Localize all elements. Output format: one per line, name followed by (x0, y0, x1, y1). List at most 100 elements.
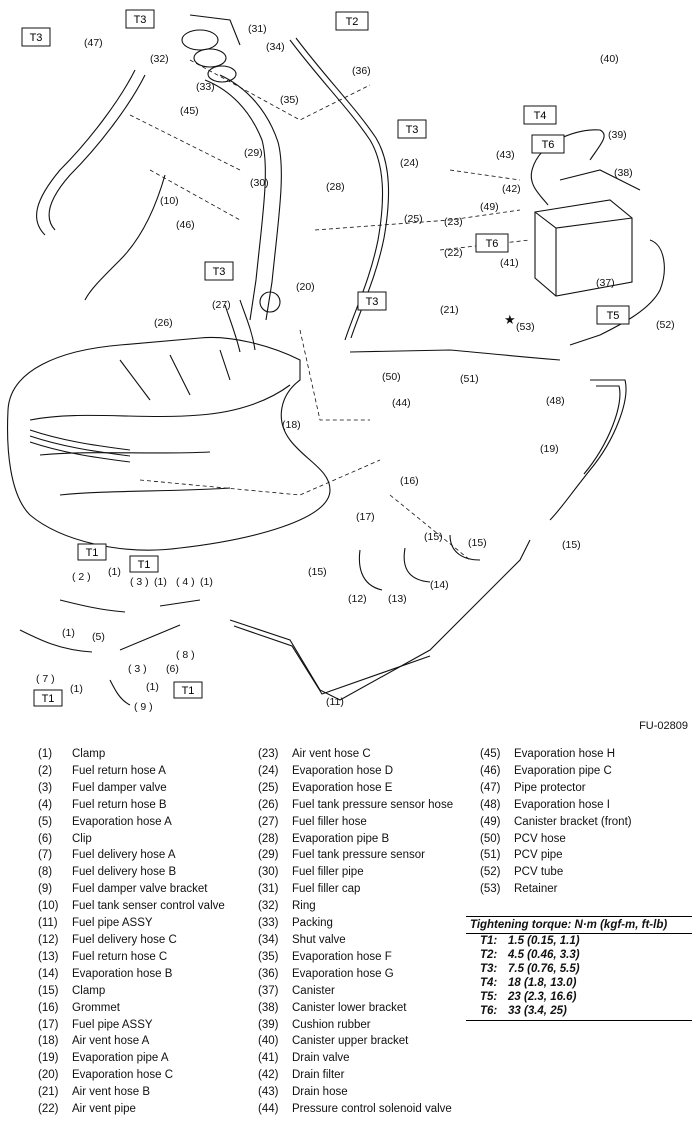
legend-number: (52) (480, 866, 501, 879)
legend-number: (8) (38, 866, 53, 879)
legend-part-name: Evaporation hose E (292, 781, 393, 794)
legend-number: (21) (38, 1086, 59, 1099)
svg-text:T3: T3 (366, 296, 379, 308)
legend-number: (46) (480, 764, 501, 777)
callout-49: (49) (480, 201, 499, 213)
legend-part-name: Air vent hose C (292, 748, 371, 760)
legend-part-name: Fuel damper valve (72, 781, 167, 794)
legend-part-name: Evaporation hose A (72, 815, 172, 828)
callout-1-f: (1) (146, 681, 159, 693)
legend-number: (6) (38, 832, 53, 845)
legend-part-name: Pressure control solenoid valve (292, 1103, 452, 1116)
legend-part-name: Clip (72, 832, 92, 845)
callout-40: (40) (600, 53, 619, 65)
legend-item: (4)Fuel return hose B (38, 797, 225, 814)
legend-part-name: Shut valve (292, 933, 346, 946)
tag-t3-right: T3 (397, 119, 427, 139)
callout-23: (23) (444, 216, 463, 228)
legend-item: (10)Fuel tank senser control valve (38, 898, 225, 915)
svg-text:T5: T5 (607, 310, 620, 322)
callout-3-b: ( 3 ) (128, 663, 147, 675)
torque-table: Tightening torque: N·m (kgf-m, ft-lb) T1… (466, 916, 692, 1021)
legend-number: (41) (258, 1052, 279, 1065)
legend-item: (38)Canister lower bracket (258, 1000, 453, 1017)
legend-item: (41)Drain valve (258, 1050, 453, 1067)
legend-number: (42) (258, 1069, 279, 1082)
legend-number: (25) (258, 781, 279, 794)
callout-20: (20) (296, 281, 315, 293)
callout-15-d: (15) (308, 566, 327, 578)
fuel-system-exploded-diagram: T3 T3 T2 T3 T4 T6 T6 T3 (7, 9, 675, 713)
legend-part-name: Fuel tank pressure sensor hose (292, 798, 454, 811)
tag-t6-top: T6 (531, 134, 565, 154)
legend-number: (24) (258, 764, 279, 777)
callout-53: (53) (516, 321, 535, 333)
legend-item: (52)PCV tube (480, 864, 632, 881)
legend-part-name: Evaporation hose B (72, 967, 173, 980)
callout-1-c: (1) (200, 576, 213, 588)
callout-47: (47) (84, 37, 103, 49)
callout-10: (10) (160, 195, 179, 207)
legend-part-name: Fuel damper valve bracket (72, 883, 208, 896)
legend-part-name: Fuel delivery hose C (72, 933, 177, 946)
legend-number: (22) (38, 1103, 59, 1116)
svg-text:T6: T6 (486, 238, 499, 250)
legend-number: (16) (38, 1001, 59, 1014)
callout-52: (52) (656, 319, 675, 331)
legend-item: (9)Fuel damper valve bracket (38, 881, 225, 898)
legend-part-name: Evaporation hose F (292, 950, 392, 963)
callout-star: ★ (504, 312, 516, 327)
torque-value: 7.5 (0.76, 5.5) (508, 963, 580, 975)
torque-row: T6:33 (3.4, 25) (466, 1004, 692, 1018)
legend-number: (43) (258, 1086, 279, 1099)
callout-26: (26) (154, 317, 173, 329)
fuel-pipe-assy (229, 539, 531, 701)
legend-number: (15) (38, 984, 59, 997)
legend-item: (13)Fuel return hose C (38, 949, 225, 966)
tag-t3-top-left: T3 (21, 27, 51, 47)
legend-number: (44) (258, 1103, 279, 1116)
legend-item: (6) Clip (38, 831, 225, 848)
tag-t1-d: T1 (173, 681, 203, 699)
legend-item: (45)Evaporation hose H (480, 746, 632, 763)
legend-number: (34) (258, 933, 279, 946)
legend-item: (50) PCV hose (480, 831, 632, 848)
legend-part-name: Drain hose (292, 1086, 348, 1099)
callout-27: (27) (212, 299, 231, 311)
torque-row: T4:18 (1.8, 13.0) (466, 976, 692, 990)
callout-51: (51) (460, 373, 479, 385)
svg-text:T4: T4 (534, 110, 547, 122)
legend-number: (13) (38, 950, 59, 963)
legend-part-name: Clamp (72, 984, 106, 997)
callout-42: (42) (502, 183, 521, 195)
legend-item: (28)Evaporation pipe B (258, 831, 453, 848)
callout-48: (48) (546, 395, 565, 407)
torque-code: T4: (480, 977, 498, 989)
legend-part-name: PCV hose (514, 832, 566, 845)
legend-item: (29)Fuel tank pressure sensor (258, 847, 453, 864)
legend-item: (26)Fuel tank pressure sensor hose (258, 797, 453, 814)
legend-item: (24)Evaporation hose D (258, 763, 453, 780)
callout-28: (28) (326, 181, 345, 193)
legend-part-name: Fuel filler cap (292, 883, 361, 896)
legend-part-name: Ring (292, 900, 316, 913)
legend-item: (40)Canister upper bracket (258, 1033, 453, 1050)
legend-number: (37) (258, 984, 279, 997)
callout-39: (39) (608, 129, 627, 141)
legend-number: (33) (258, 917, 279, 930)
legend-number: (40) (258, 1035, 279, 1048)
legend-item: (37)Canister (258, 983, 453, 1000)
legend-number: (35) (258, 950, 279, 963)
legend-number: (50) (480, 832, 501, 845)
legend-number: (39) (258, 1018, 279, 1031)
tag-t1-b: T1 (129, 555, 159, 573)
legend-number: (45) (480, 748, 501, 760)
torque-code: T2: (480, 949, 498, 961)
legend-part-name: Fuel filler pipe (292, 866, 364, 879)
svg-text:T3: T3 (30, 32, 43, 44)
tag-t4: T4 (523, 105, 557, 125)
legend-part-name: Air vent pipe (72, 1103, 136, 1116)
legend-part-name: Fuel tank pressure sensor (292, 849, 425, 862)
legend-item: (44) Pressure control solenoid valve (258, 1101, 453, 1118)
svg-text:T6: T6 (542, 139, 555, 151)
